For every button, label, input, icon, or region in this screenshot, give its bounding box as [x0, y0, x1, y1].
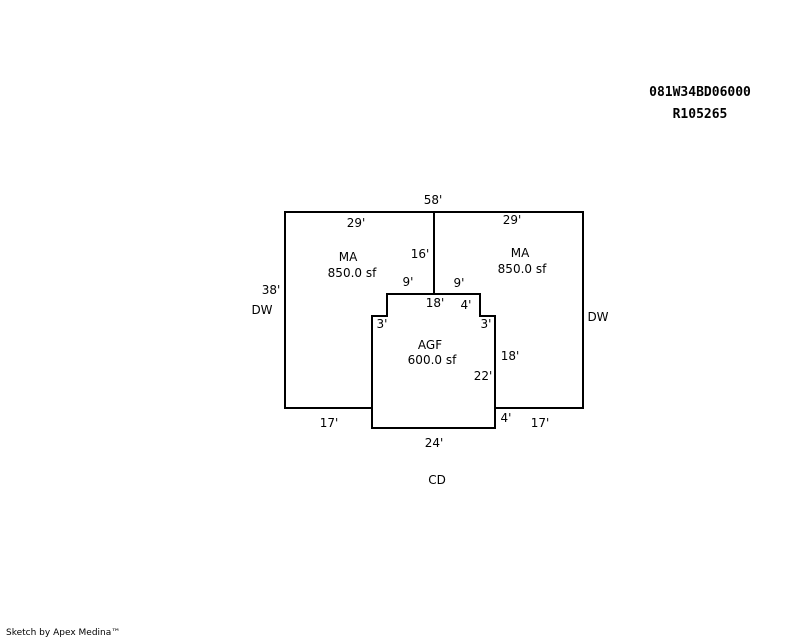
- dim-left-bottom: 17': [320, 416, 339, 430]
- agf-bottom-outline: [371, 408, 496, 429]
- parcel-ids: 081W34BD06000 R105265: [630, 82, 770, 126]
- label-cd: CD: [428, 473, 446, 487]
- area-right-code: MA: [511, 246, 530, 260]
- dim-agf-step-left-v: 3': [377, 317, 388, 331]
- dim-left-height: 38': [262, 283, 281, 297]
- dim-agf-top: 18': [426, 296, 445, 310]
- dim-agf-right-upper: 18': [501, 349, 520, 363]
- parcel-map-id: 081W34BD06000: [649, 85, 751, 100]
- dim-notch-left: 9': [403, 275, 414, 289]
- dim-notch-right: 9': [454, 276, 465, 290]
- dim-agf-step-right: 4': [461, 298, 472, 312]
- label-dw-right: DW: [587, 310, 608, 324]
- dim-right-bottom: 17': [531, 416, 550, 430]
- area-right-size: 850.0 sf: [498, 262, 547, 276]
- area-agf-code: AGF: [418, 338, 442, 352]
- dim-right-top: 29': [503, 213, 522, 227]
- area-agf-size: 600.0 sf: [408, 353, 457, 367]
- dim-agf-step-right-v: 3': [481, 317, 492, 331]
- label-dw-left: DW: [251, 303, 272, 317]
- parcel-account: R105265: [672, 107, 728, 122]
- area-left-size: 850.0 sf: [328, 266, 377, 280]
- dim-agf-bottom-step: 4': [501, 411, 512, 425]
- dim-top-total: 58': [424, 193, 443, 207]
- area-left-code: MA: [339, 250, 358, 264]
- dim-agf-right-lower: 22': [474, 369, 493, 383]
- sketch-credit: Sketch by Apex Medina™: [6, 628, 121, 638]
- dim-agf-bottom: 24': [425, 436, 444, 450]
- dim-divider: 16': [411, 247, 430, 261]
- dim-left-top: 29': [347, 216, 366, 230]
